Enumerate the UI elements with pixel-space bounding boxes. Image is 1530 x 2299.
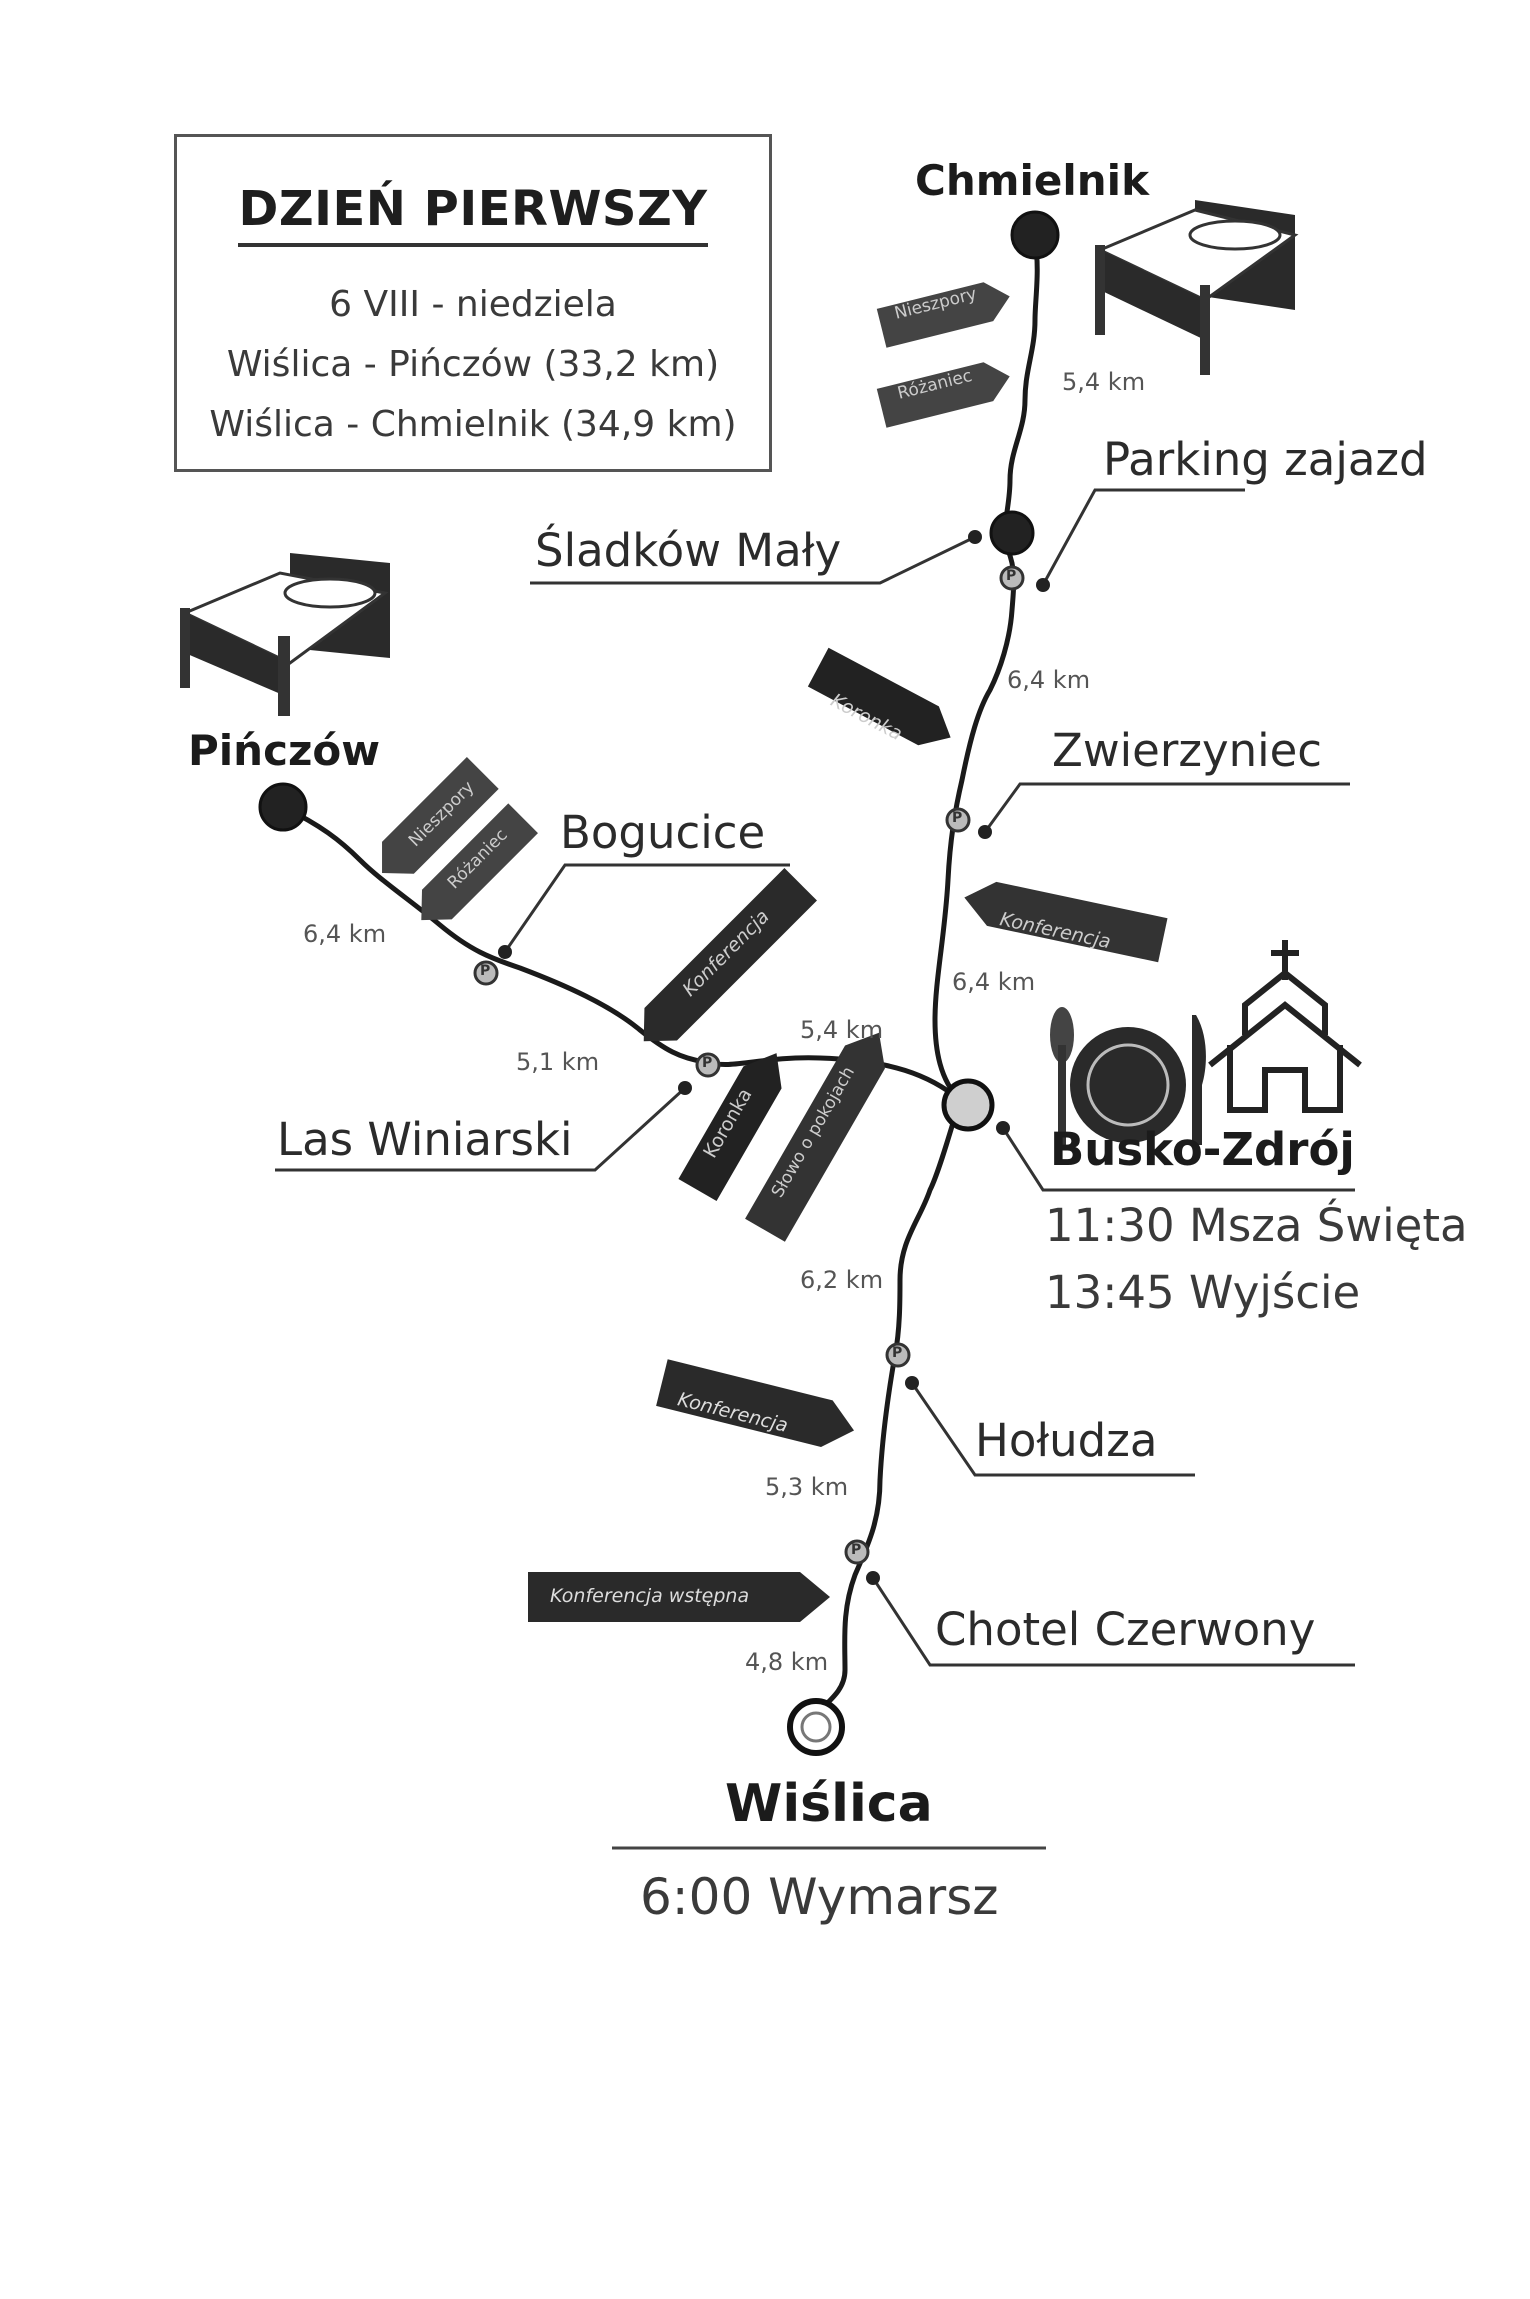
wislica-node-inner — [800, 1711, 832, 1743]
place-label-holudza: Hołudza — [975, 1414, 1158, 1467]
sign-koronka-south — [678, 1053, 782, 1201]
parking-icon: P — [952, 810, 963, 826]
sign-nieszpory-west — [382, 757, 499, 874]
day-info-box: DZIEŃ PIERWSZY 6 VIII - niedziela Wiślic… — [174, 134, 772, 472]
day-title: DZIEŃ PIERWSZY — [177, 181, 769, 247]
leader-chotel — [871, 1577, 1355, 1667]
sladkow-node — [989, 510, 1035, 556]
sign-rozaniec-west — [421, 803, 538, 921]
distance-wislica-chotel: 4,8 km — [745, 1648, 829, 1676]
route-main-north — [932, 239, 1040, 1102]
parking-marker-chotel — [844, 1539, 870, 1565]
parking-icon: P — [851, 1542, 862, 1558]
parking-icon: P — [1006, 568, 1017, 584]
parking-marker-las-winiarski — [695, 1052, 721, 1078]
place-label-parking-zajazd: Parking zajazd — [1103, 433, 1428, 486]
sign-rozaniec-north — [876, 362, 1010, 428]
parking-icon: P — [702, 1055, 713, 1071]
leader-las-winiarski — [275, 1086, 687, 1172]
sign-konferencja-west — [643, 868, 817, 1042]
chmielnik-node — [1010, 210, 1060, 260]
pinczow-node — [258, 782, 308, 832]
route-main-south — [810, 1099, 963, 1720]
place-label-zwierzyniec: Zwierzyniec — [1052, 724, 1323, 777]
departure-time: 6:00 Wymarsz — [640, 1868, 999, 1926]
leader-parking-zajazd — [1041, 488, 1245, 586]
sign-konferencja-north — [964, 881, 1168, 963]
parking-marker-bogucice — [473, 960, 499, 986]
sign-slowo — [745, 1032, 885, 1242]
distance-bogucice-pinczow: 6,4 km — [303, 920, 387, 948]
route-summary-chmielnik: Wiślica - Chmielnik (34,9 km) — [209, 404, 737, 445]
distance-chotel-holudza: 5,3 km — [765, 1473, 849, 1501]
place-label-chotel: Chotel Czerwony — [935, 1603, 1316, 1656]
bed-icon-pinczow — [180, 553, 390, 716]
leader-busko — [1001, 1127, 1355, 1192]
route-summary-pinczow: Wiślica - Pińczów (33,2 km) — [226, 344, 720, 385]
parking-icon: P — [892, 1345, 903, 1361]
church-icon — [1208, 940, 1362, 1113]
leader-zwierzyniec — [983, 782, 1350, 833]
busko-mass-time: 11:30 Msza Święta — [1045, 1199, 1468, 1252]
parking-marker-zwierzyniec — [945, 807, 971, 833]
sign-label-konferencja-wstepna: Konferencja wstępna — [550, 1585, 750, 1607]
city-label-wislica: Wiślica — [725, 1774, 933, 1834]
sign-koronka-north — [807, 647, 951, 746]
city-label-pinczow: Pińczów — [188, 726, 381, 775]
city-label-busko: Busko-Zdrój — [1050, 1123, 1355, 1176]
place-label-las-winiarski: Las Winiarski — [277, 1113, 573, 1166]
leader-sladkow — [530, 535, 976, 585]
busko-node — [941, 1078, 995, 1132]
distance-busko-laswiniarski: 5,4 km — [800, 1016, 884, 1044]
distance-laswiniarski-bogucice: 5,1 km — [516, 1048, 600, 1076]
distance-busko-zwierzyniec: 6,4 km — [952, 968, 1036, 996]
route-west-branch — [283, 805, 962, 1102]
place-label-bogucice: Bogucice — [560, 806, 766, 859]
restaurant-icon — [1050, 1007, 1206, 1145]
sign-konferencja-wstepna — [528, 1572, 830, 1622]
parking-icon: P — [480, 963, 491, 979]
busko-exit-time: 13:45 Wyjście — [1045, 1266, 1361, 1319]
leader-holudza — [910, 1382, 1195, 1477]
sign-konferencja-holudza — [656, 1359, 855, 1448]
distance-zwierzyniec-parking: 6,4 km — [1007, 666, 1091, 694]
parking-marker-parking-zajazd — [999, 565, 1025, 591]
distance-parking-chmielnik: 5,4 km — [1062, 368, 1146, 396]
bed-icon-chmielnik — [1095, 200, 1299, 375]
city-label-chmielnik: Chmielnik — [915, 156, 1149, 205]
distance-holudza-busko: 6,2 km — [800, 1266, 884, 1294]
place-label-sladkow: Śladków Mały — [535, 524, 842, 577]
sign-nieszpory-north — [876, 282, 1010, 348]
day-date: 6 VIII - niedziela — [329, 284, 617, 325]
parking-marker-holudza — [885, 1342, 911, 1368]
leader-bogucice — [503, 863, 790, 953]
